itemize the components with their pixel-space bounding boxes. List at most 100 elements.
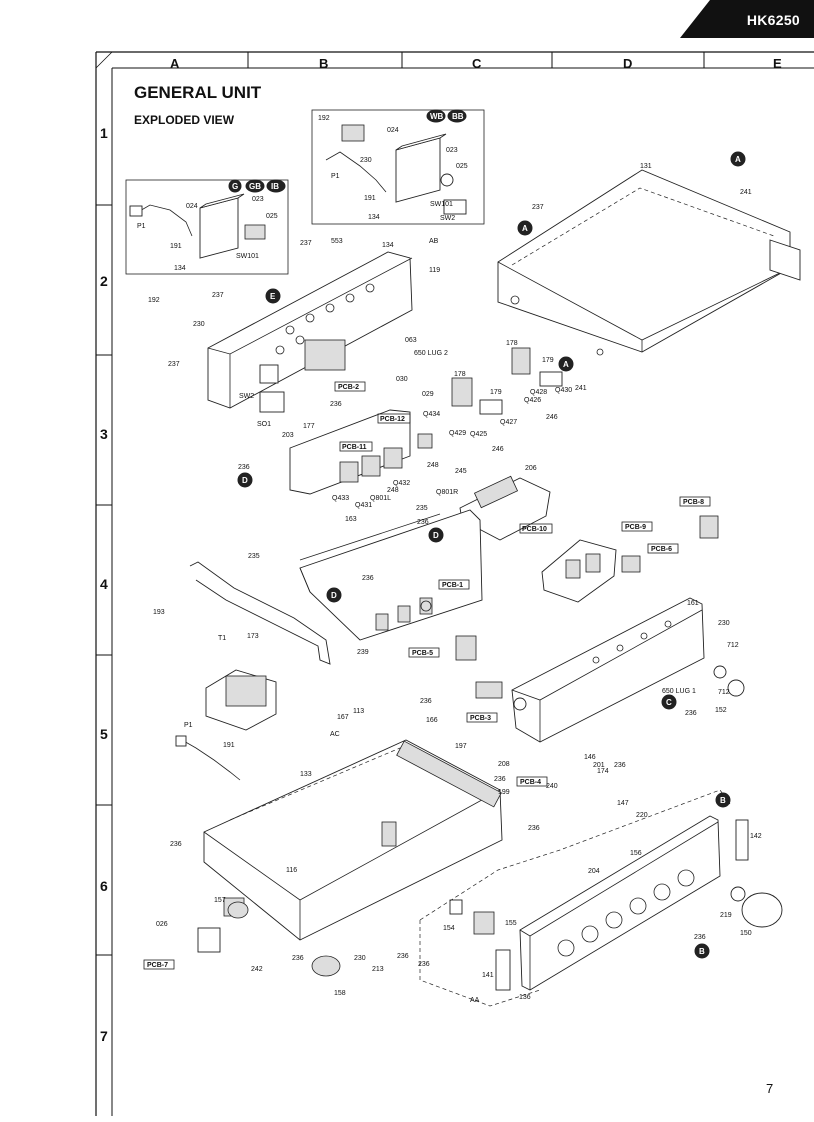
column-a: A <box>170 56 180 71</box>
svg-text:A: A <box>735 155 741 164</box>
svg-text:193: 193 <box>153 609 165 616</box>
svg-text:167: 167 <box>337 714 349 721</box>
svg-text:230: 230 <box>354 955 366 962</box>
svg-text:237: 237 <box>212 292 224 299</box>
svg-text:206: 206 <box>525 465 537 472</box>
svg-text:G: G <box>232 182 238 191</box>
svg-text:B: B <box>699 947 705 956</box>
svg-text:029: 029 <box>422 391 434 398</box>
svg-text:P1: P1 <box>184 722 193 729</box>
svg-text:D: D <box>242 476 248 485</box>
svg-text:163: 163 <box>345 516 357 523</box>
svg-text:T1: T1 <box>218 635 226 642</box>
pcb-1-board <box>299 509 483 641</box>
svg-text:213: 213 <box>372 966 384 973</box>
row-7: 7 <box>100 1028 108 1044</box>
foot-157 <box>227 901 249 919</box>
svg-text:SW101: SW101 <box>236 253 259 260</box>
svg-text:236: 236 <box>170 841 182 848</box>
svg-text:113: 113 <box>353 708 364 715</box>
svg-text:241: 241 <box>575 385 587 392</box>
svg-text:P1: P1 <box>137 223 146 230</box>
svg-text:136: 136 <box>519 994 531 1001</box>
svg-text:A: A <box>563 360 569 369</box>
svg-text:Q431: Q431 <box>355 502 372 509</box>
svg-text:246: 246 <box>492 446 504 453</box>
svg-text:236: 236 <box>362 575 374 582</box>
foot-158 <box>311 955 341 977</box>
inset-right-parts <box>325 124 467 215</box>
svg-text:239: 239 <box>357 649 369 656</box>
power-cord <box>181 739 241 781</box>
svg-text:063: 063 <box>405 337 417 344</box>
inset-left-parts <box>129 193 266 259</box>
svg-text:119: 119 <box>429 267 440 274</box>
svg-text:142: 142 <box>750 833 762 840</box>
inset-left-badges: G GB IB <box>228 179 286 193</box>
pcb-labels: PCB-1 PCB-2 PCB-3 PCB-4 PCB-5 PCB-6 PCB-… <box>143 381 711 970</box>
front-subchassis <box>511 597 745 743</box>
model-number: HK6250 <box>746 12 800 28</box>
svg-text:219: 219 <box>720 912 732 919</box>
page-number: 7 <box>766 1081 774 1096</box>
svg-text:PCB-5: PCB-5 <box>412 650 433 657</box>
svg-text:PCB-2: PCB-2 <box>338 384 359 391</box>
svg-text:146: 146 <box>584 754 596 761</box>
svg-text:650 LUG 1: 650 LUG 1 <box>662 688 696 695</box>
svg-text:SW2: SW2 <box>440 215 455 222</box>
part-labels: 131 241 237 553 134 AB 119 237 192 237 2… <box>148 163 762 1004</box>
svg-text:C: C <box>666 698 672 707</box>
inset-right-box <box>311 109 485 225</box>
svg-text:Q433: Q433 <box>332 495 349 502</box>
svg-text:157: 157 <box>214 897 226 904</box>
pcb-7-board <box>197 927 221 953</box>
svg-text:203: 203 <box>282 432 294 439</box>
svg-text:230: 230 <box>193 321 205 328</box>
svg-text:025: 025 <box>456 163 468 170</box>
svg-text:PCB-7: PCB-7 <box>147 962 168 969</box>
svg-text:Q426: Q426 <box>524 397 541 404</box>
svg-text:E: E <box>270 292 276 301</box>
dash-boundary-aa <box>419 789 731 921</box>
svg-text:PCB-9: PCB-9 <box>625 524 646 531</box>
svg-text:Q432: Q432 <box>393 480 410 487</box>
svg-text:SW101: SW101 <box>430 201 453 208</box>
svg-text:199: 199 <box>498 789 510 796</box>
inset-right-badges: WB BB <box>426 109 467 123</box>
svg-text:248: 248 <box>387 487 399 494</box>
svg-text:236: 236 <box>417 519 429 526</box>
svg-text:192: 192 <box>318 115 330 122</box>
svg-text:178: 178 <box>506 340 518 347</box>
svg-text:025: 025 <box>266 213 278 220</box>
column-d: D <box>623 56 633 71</box>
svg-text:230: 230 <box>718 620 730 627</box>
svg-text:P1: P1 <box>331 173 340 180</box>
svg-text:235: 235 <box>416 505 428 512</box>
svg-text:156: 156 <box>630 850 642 857</box>
front-panel <box>449 815 783 991</box>
letter-markers: A A A B B C D D D E <box>237 151 746 959</box>
row-1: 1 <box>100 125 108 141</box>
svg-text:PCB-3: PCB-3 <box>470 715 491 722</box>
svg-text:PCB-1: PCB-1 <box>442 582 463 589</box>
svg-text:WB: WB <box>430 112 444 121</box>
svg-text:A: A <box>522 224 528 233</box>
svg-text:230: 230 <box>360 157 372 164</box>
svg-text:Q801R: Q801R <box>436 489 458 496</box>
svg-text:174: 174 <box>597 768 609 775</box>
svg-text:248: 248 <box>427 462 439 469</box>
column-c: C <box>472 56 482 71</box>
transformer-t1 <box>205 669 277 731</box>
svg-text:197: 197 <box>455 743 467 750</box>
svg-text:161: 161 <box>687 600 699 607</box>
svg-text:023: 023 <box>446 147 458 154</box>
transistors-upper <box>417 347 563 449</box>
model-tab-shape <box>680 0 814 38</box>
bracket-173 <box>189 561 331 665</box>
svg-text:177: 177 <box>303 423 315 430</box>
svg-text:158: 158 <box>334 990 346 997</box>
svg-text:PCB-4: PCB-4 <box>520 779 541 786</box>
svg-text:026: 026 <box>156 921 168 928</box>
